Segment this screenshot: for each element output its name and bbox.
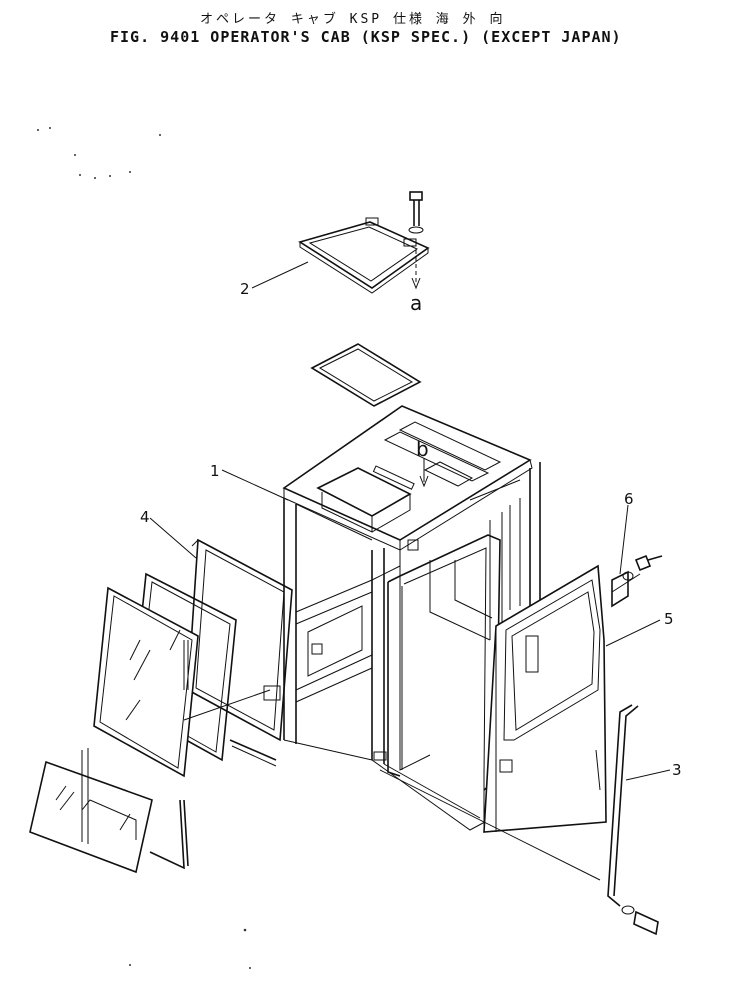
callout-1: 1 <box>210 462 220 480</box>
assembly-lines <box>183 573 641 881</box>
paper-specks <box>37 127 251 969</box>
hatch-bolt <box>408 191 424 290</box>
window-glass <box>93 586 199 778</box>
stay-rod-part-3 <box>607 704 659 936</box>
door-latch-part-6 <box>611 554 663 608</box>
callout-3: 3 <box>672 761 682 779</box>
callout-5: 5 <box>664 610 674 628</box>
roof-hatch-part-2 <box>298 217 430 294</box>
side-window-frame-part-4 <box>187 538 293 767</box>
view-marker-b: b <box>416 437 429 461</box>
lower-glass-panel <box>29 748 189 874</box>
figure-title: FIG. 9401 OPERATOR'S CAB (KSP SPEC.) (EX… <box>110 28 622 46</box>
leader-lines <box>149 261 671 781</box>
figure-title-japanese: オペレータ キャブ KSP 仕様 海 外 向 <box>200 12 506 27</box>
callout-4: 4 <box>140 508 150 526</box>
callout-2: 2 <box>240 280 250 298</box>
view-marker-a: a <box>410 291 422 315</box>
hatch-seal <box>310 343 422 407</box>
callout-6: 6 <box>624 490 634 508</box>
door-part-5 <box>483 564 607 833</box>
